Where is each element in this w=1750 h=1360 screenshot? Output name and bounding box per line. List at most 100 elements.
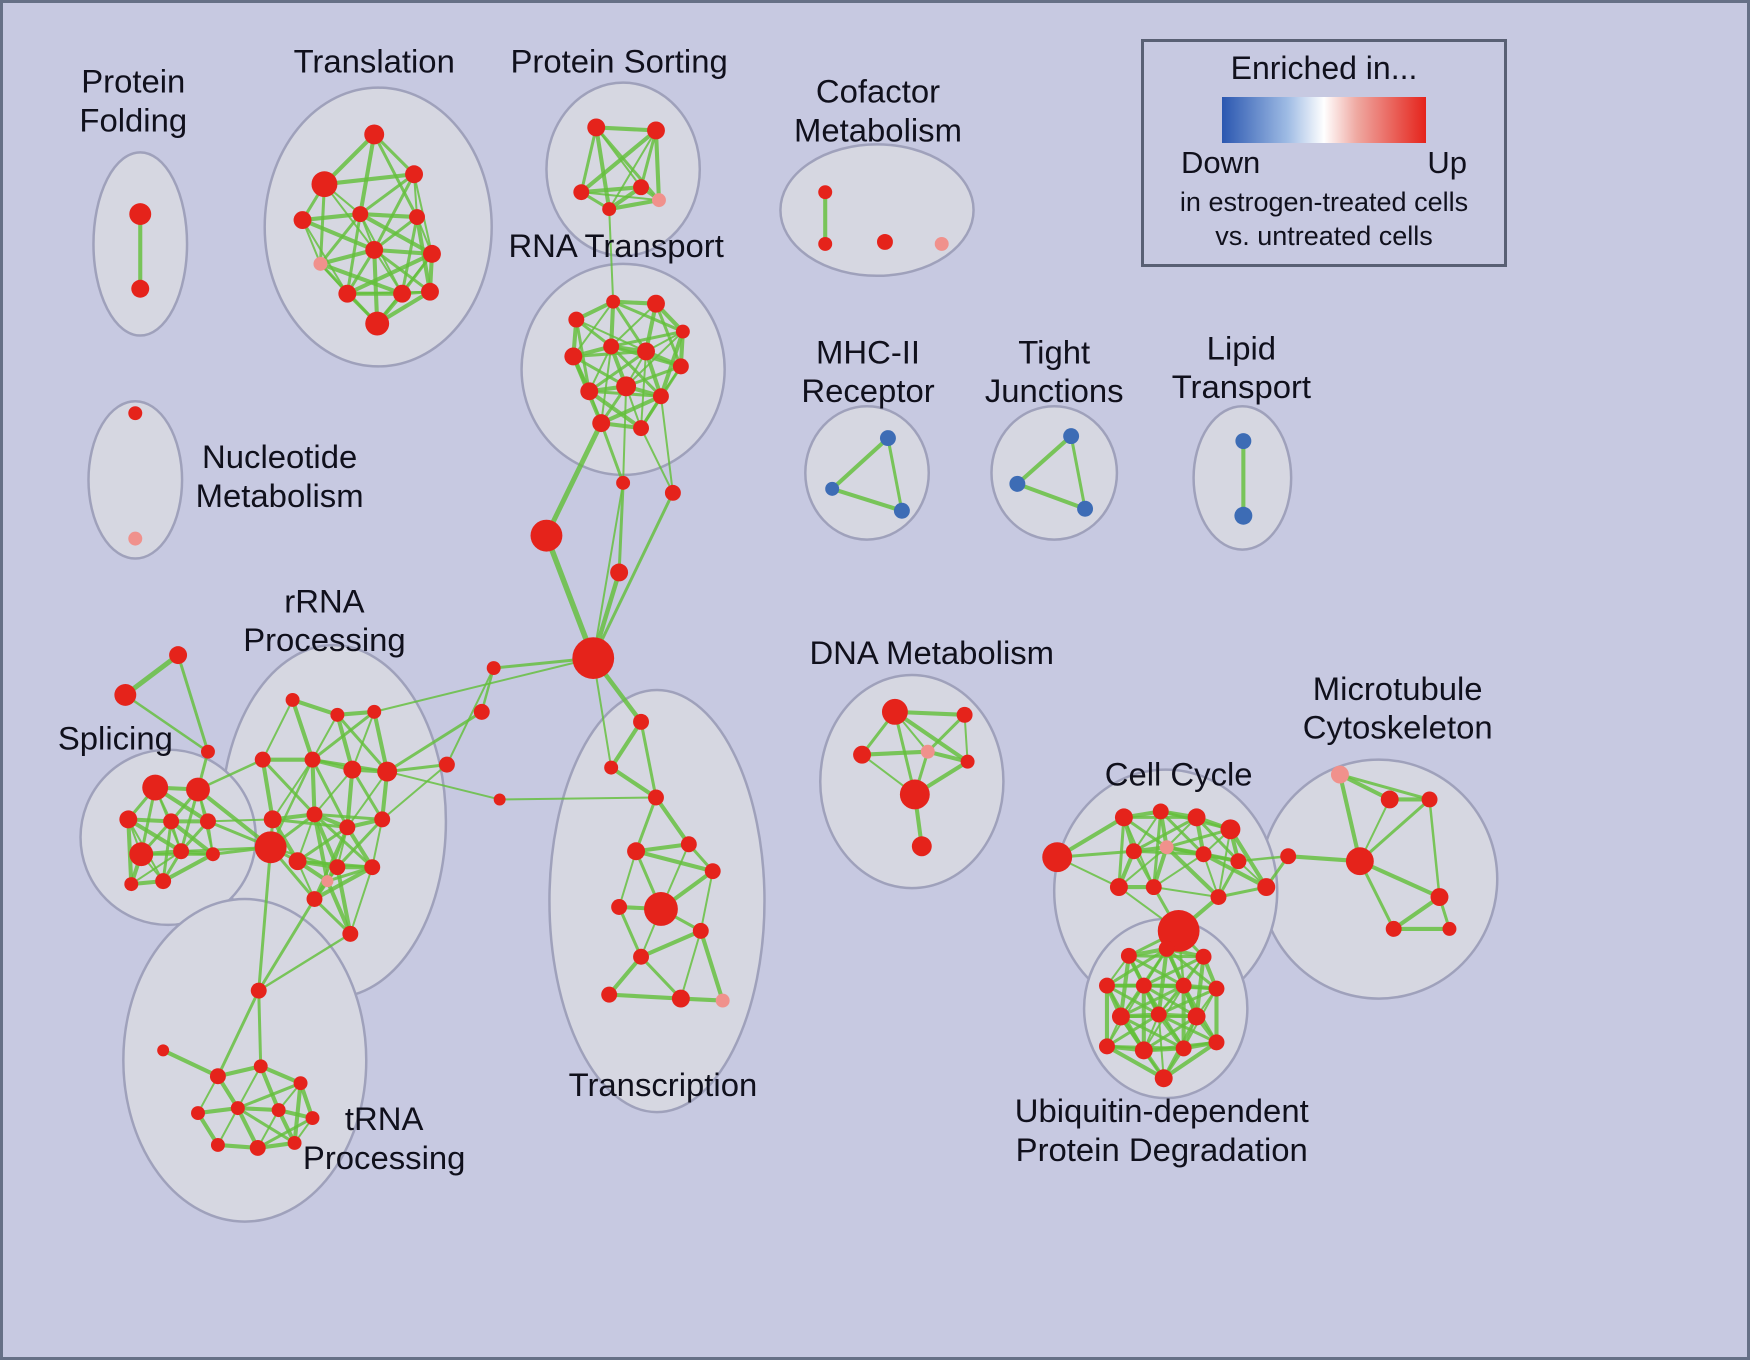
network-node-tn3 [209,1068,226,1085]
network-node-rt2 [606,294,621,309]
network-edge [335,817,384,869]
network-edge [607,992,683,1001]
network-edge [318,212,362,266]
cluster-label-ps: Protein Sorting [511,43,728,80]
network-node-ps5 [602,202,617,217]
network-node-ub15 [1154,1069,1173,1088]
network-node-cc11 [1145,879,1162,896]
network-nodes-layer [114,118,1457,1156]
network-node-lt2 [1234,506,1253,525]
cluster-label-nm: Metabolism [196,477,364,514]
legend-caption-line2: vs. untreated cells [1215,221,1433,251]
network-edge [271,758,314,821]
network-node-ub11 [1099,1038,1115,1055]
network-node-dm6 [899,779,930,810]
legend-title: Enriched in... [1230,50,1418,86]
network-node-mc4 [1280,848,1297,865]
cluster-label-lt: Transport [1172,368,1311,405]
network-node-ub14 [1208,1034,1225,1051]
network-node-f7 [473,703,490,720]
network-edge [699,870,714,932]
network-edge [216,1107,239,1146]
network-node-dm4 [920,744,935,759]
network-edges-layer [122,125,1452,1150]
network-node-rr17 [342,925,359,942]
network-edge [372,247,380,326]
cluster-label-mh: MHC-II [816,333,920,370]
network-node-sp10 [124,877,139,892]
network-node-ub13 [1175,1040,1192,1057]
network-node-tc11 [601,986,618,1003]
network-edge [609,765,659,800]
network-node-mh3 [893,502,910,519]
network-node-tc12 [671,989,690,1008]
network-node-rr7 [377,761,398,782]
network-edge [256,1116,315,1150]
network-edge [679,929,702,1000]
network-node-sp6 [129,842,154,867]
network-edge [1105,1012,1161,1048]
network-edge [639,720,658,799]
network-node-rt13 [633,420,650,437]
network-edge [599,421,625,485]
network-edge [257,989,263,1068]
network-node-mc2 [1380,790,1399,809]
network-edge [634,795,658,853]
network-node-tc2 [604,760,619,775]
network-node-tr4 [293,211,312,229]
network-edge [1142,955,1206,988]
network-node-ub8 [1111,1007,1130,1026]
network-edge [543,532,596,661]
network-node-ub2 [1158,940,1175,957]
network-edge [161,852,215,884]
network-edge [312,812,384,821]
network-edge [698,928,725,1003]
network-node-tr13 [421,282,439,301]
network-edge [580,191,660,202]
network-node-sp9 [155,873,172,890]
network-edge [358,132,377,217]
network-edge [269,758,314,849]
network-node-cc12 [1257,878,1276,897]
network-node-tn9 [305,1111,320,1126]
network-edge [381,763,448,821]
network-node-cc6 [1125,843,1142,860]
network-node-f13 [254,831,287,864]
network-edge [617,481,625,574]
network-edge [1117,846,1168,889]
network-edge [611,300,648,353]
network-node-tc3 [648,789,664,806]
network-edge [639,955,683,1001]
network-edge [653,128,661,203]
cluster-ellipse-nm [87,399,184,560]
network-edge [161,1048,220,1079]
network-node-tn6 [191,1106,205,1121]
cluster-label-cc: Cell Cycle [1105,756,1253,793]
network-node-rr1 [285,692,300,707]
network-edge [124,693,210,753]
network-node-dm7 [911,836,932,857]
network-edge [892,709,970,764]
cluster-label-mc: Cytoskeleton [1303,709,1493,746]
network-node-tc7 [644,892,678,926]
network-node-rr9 [306,806,323,823]
network-edge [216,989,261,1078]
network-edge [611,300,685,334]
network-edge [1156,946,1169,1017]
network-node-nm2 [128,531,143,546]
network-edge [296,825,349,863]
network-node-dm2 [956,706,973,723]
network-edge [261,698,294,761]
network-edge [1337,772,1392,802]
network-node-ub3 [1195,948,1212,965]
network-edge [1357,859,1442,900]
network-edge [318,247,377,266]
network-node-tr3 [405,165,424,184]
network-edge [1127,954,1186,988]
network-edge [1119,984,1186,1019]
network-edge [1142,1014,1199,1052]
cluster-label-cm: Cofactor [816,73,940,110]
network-edge [1161,1040,1219,1081]
network-node-nm1 [128,406,143,421]
network-node-f10 [169,646,188,665]
